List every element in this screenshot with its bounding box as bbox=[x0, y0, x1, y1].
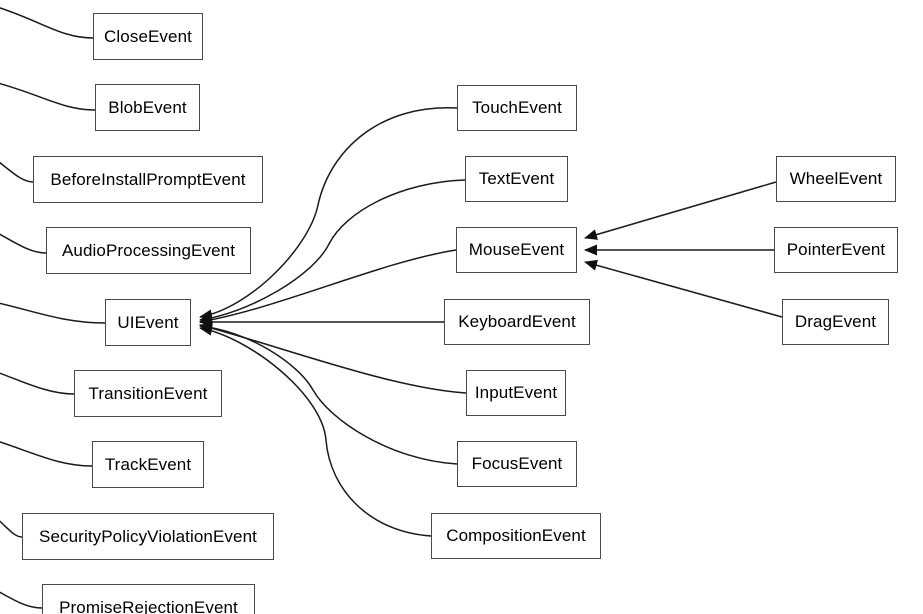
node-label: BlobEvent bbox=[108, 97, 187, 117]
node-label: PointerEvent bbox=[786, 240, 886, 259]
node-label: BeforeInstallPromptEvent bbox=[50, 169, 246, 189]
node-label: TrackEvent bbox=[104, 454, 192, 474]
node-audioprocessingevent[interactable]: AudioProcessingEvent bbox=[46, 227, 251, 274]
node-trackevent[interactable]: TrackEvent bbox=[92, 441, 204, 488]
node-wheelevent[interactable]: WheelEvent bbox=[776, 156, 896, 202]
node-promiserejectionevent[interactable]: PromiseRejectionEvent bbox=[42, 584, 255, 614]
node-uievent[interactable]: UIEvent bbox=[105, 299, 191, 346]
node-inputevent[interactable]: InputEvent bbox=[466, 370, 566, 416]
node-beforeinstallpromptevent[interactable]: BeforeInstallPromptEvent bbox=[33, 156, 263, 203]
node-keyboardevent[interactable]: KeyboardEvent bbox=[444, 299, 590, 345]
node-label: WheelEvent bbox=[789, 169, 883, 188]
node-label: UIEvent bbox=[117, 312, 179, 332]
node-focusevent[interactable]: FocusEvent bbox=[457, 441, 577, 487]
node-compositionevent[interactable]: CompositionEvent bbox=[431, 513, 601, 559]
node-label: CompositionEvent bbox=[446, 526, 586, 545]
node-securitypolicyviolationevent[interactable]: SecurityPolicyViolationEvent bbox=[22, 513, 274, 560]
node-label: TextEvent bbox=[478, 169, 555, 188]
node-label: MouseEvent bbox=[468, 240, 565, 259]
node-label: AudioProcessingEvent bbox=[61, 240, 236, 260]
node-transitionevent[interactable]: TransitionEvent bbox=[74, 370, 222, 417]
node-label: InputEvent bbox=[474, 383, 558, 402]
node-label: FocusEvent bbox=[471, 454, 563, 473]
node-label: PromiseRejectionEvent bbox=[59, 597, 238, 614]
node-closeevent[interactable]: CloseEvent bbox=[93, 13, 203, 60]
node-mouseevent[interactable]: MouseEvent bbox=[456, 227, 577, 273]
node-blobevent[interactable]: BlobEvent bbox=[95, 84, 200, 131]
node-pointerevent[interactable]: PointerEvent bbox=[774, 227, 898, 273]
node-label: TouchEvent bbox=[472, 98, 562, 117]
node-label: KeyboardEvent bbox=[458, 312, 576, 331]
node-label: TransitionEvent bbox=[88, 383, 208, 403]
node-dragevent[interactable]: DragEvent bbox=[782, 299, 889, 345]
node-touchevent[interactable]: TouchEvent bbox=[457, 85, 577, 131]
node-label: DragEvent bbox=[794, 312, 877, 331]
node-textevent[interactable]: TextEvent bbox=[465, 156, 568, 202]
node-label: CloseEvent bbox=[104, 26, 192, 46]
node-label: SecurityPolicyViolationEvent bbox=[39, 526, 257, 546]
